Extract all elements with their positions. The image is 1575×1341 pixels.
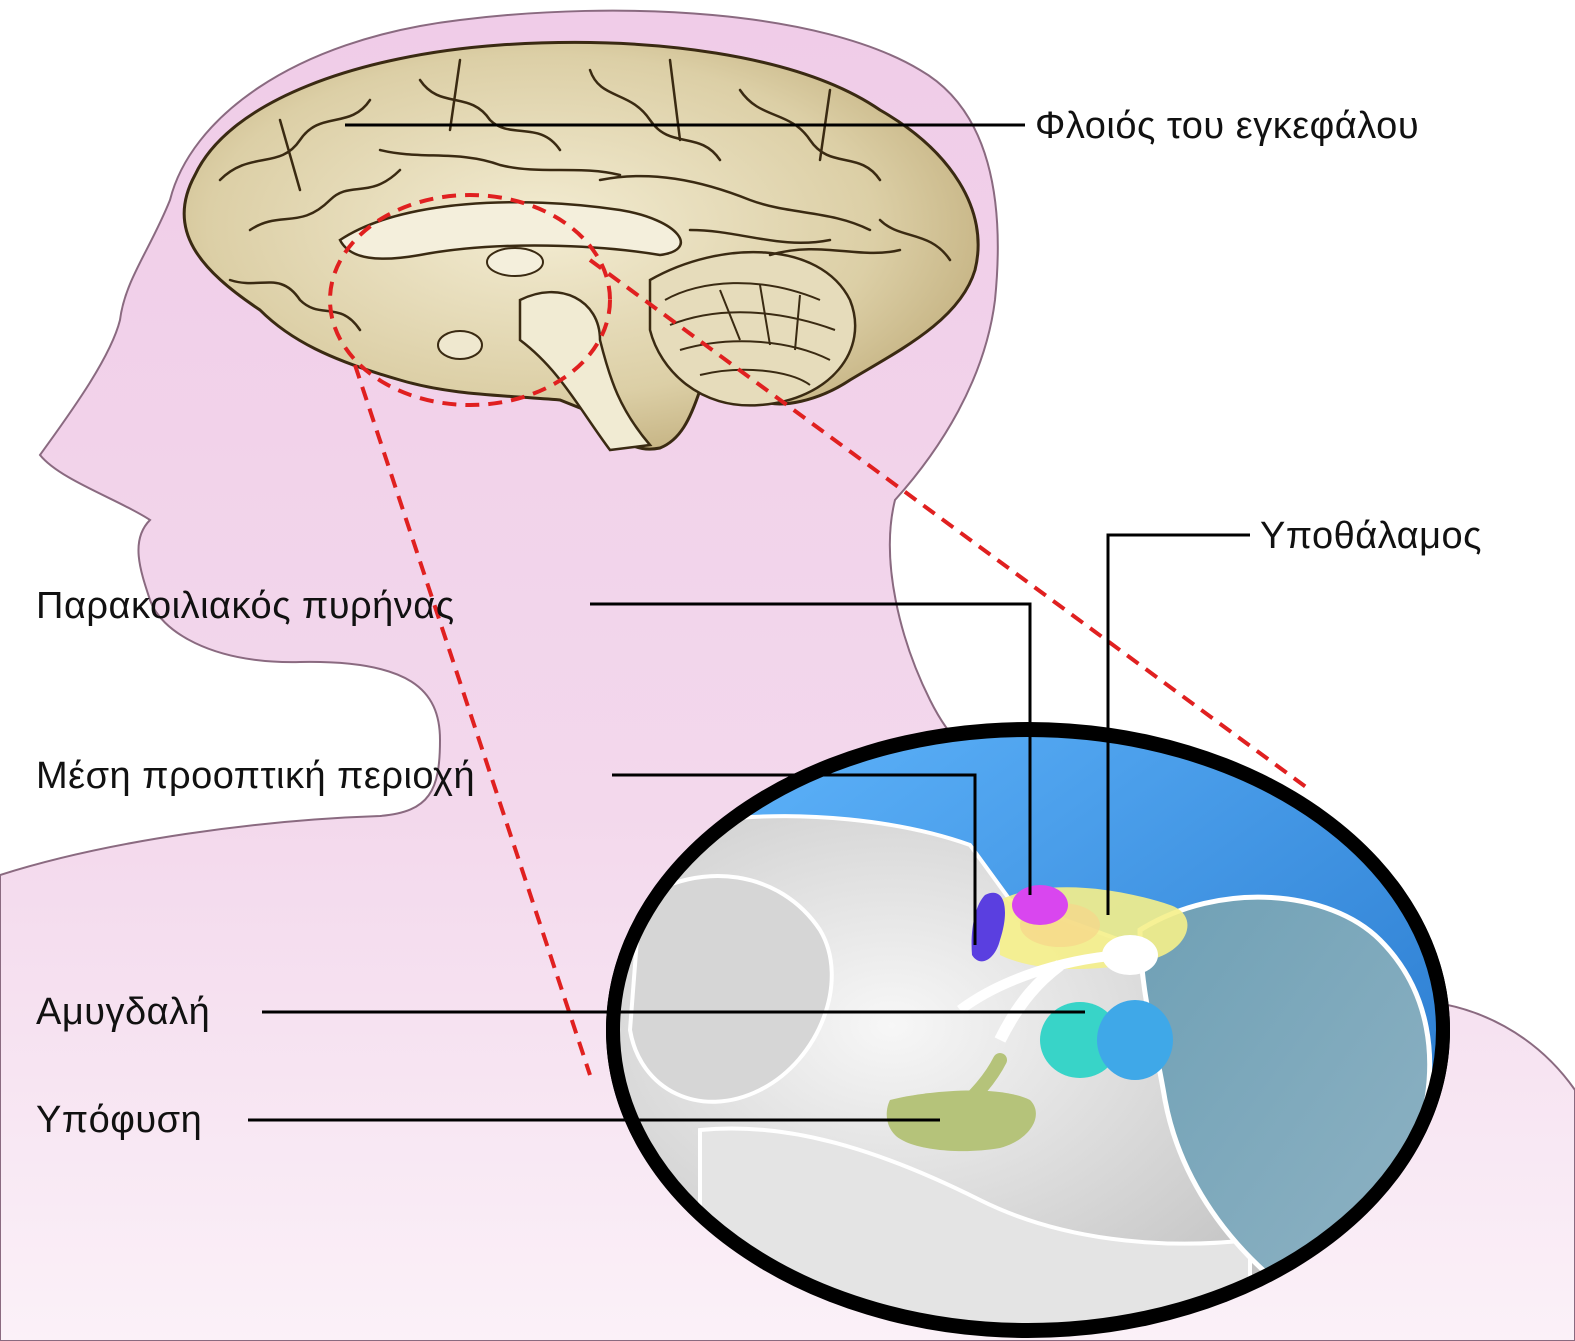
label-hypothalamus: Υποθάλαμος [1260,514,1482,558]
label-medial-preoptic-area: Μέση προοπτική περιοχή [36,754,475,798]
paraventricular-nucleus [1012,885,1068,925]
label-paraventricular-nucleus: Παρακοιλιακός πυρήνας [36,584,455,628]
label-pituitary: Υπόφυση [36,1098,202,1142]
label-cortex: Φλοιός του εγκεφάλου [1035,104,1419,148]
label-amygdala: Αμυγδαλή [36,990,210,1034]
amygdala-region-posterior [1097,1000,1173,1080]
